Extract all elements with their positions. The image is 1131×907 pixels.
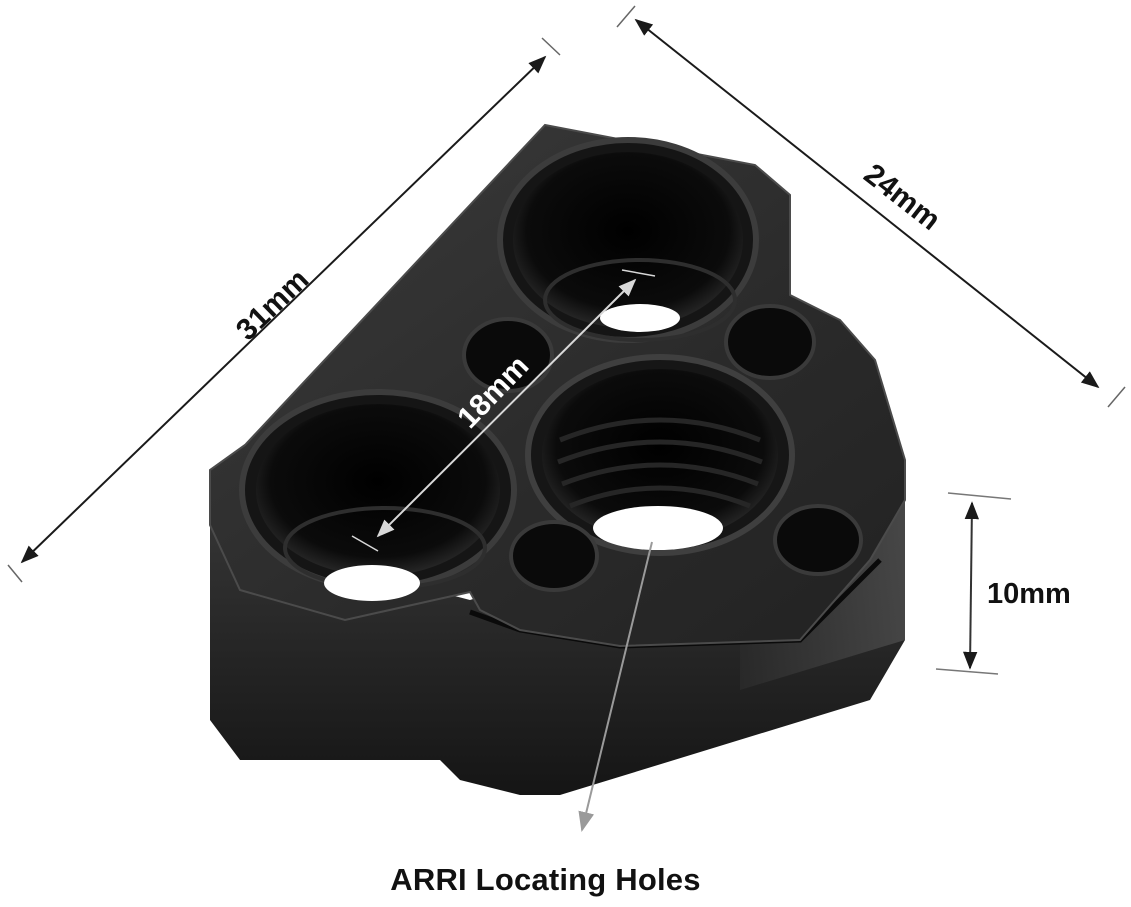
mounting-plate	[209, 123, 906, 795]
callout-leader-line	[578, 541, 653, 832]
arri-locating-hole-bottom-left	[509, 520, 599, 592]
dimension-label-height: 10mm	[987, 578, 1071, 610]
extension-tick-width-start	[616, 5, 636, 28]
arri-locating-hole-bottom-right	[773, 504, 863, 576]
callout-text: ARRI Locating Holes	[390, 862, 701, 897]
mounting-hole-upper	[497, 137, 759, 343]
extension-tick-width-end	[1107, 386, 1126, 408]
arri-locating-hole-top-right	[724, 304, 816, 380]
extension-tick-spacing-end	[621, 269, 656, 277]
extension-tick-length-end	[541, 37, 561, 56]
dimension-label-width: 24mm	[858, 158, 947, 237]
dimension-label-length: 31mm	[230, 263, 315, 347]
callout-label-arri-locating-holes: ARRI Locating Holes	[0, 862, 1131, 898]
extension-tick-height-bottom	[935, 668, 999, 675]
dimension-line-length	[20, 55, 547, 564]
dimension-height: 10mm	[935, 492, 1071, 675]
dimension-line-hole-spacing	[376, 278, 637, 538]
extension-tick-height-top	[947, 492, 1012, 500]
extension-tick-spacing-start	[351, 535, 379, 552]
dimension-line-height	[962, 501, 980, 670]
extension-tick-length-start	[7, 564, 23, 583]
dimension-line-width	[634, 18, 1100, 389]
